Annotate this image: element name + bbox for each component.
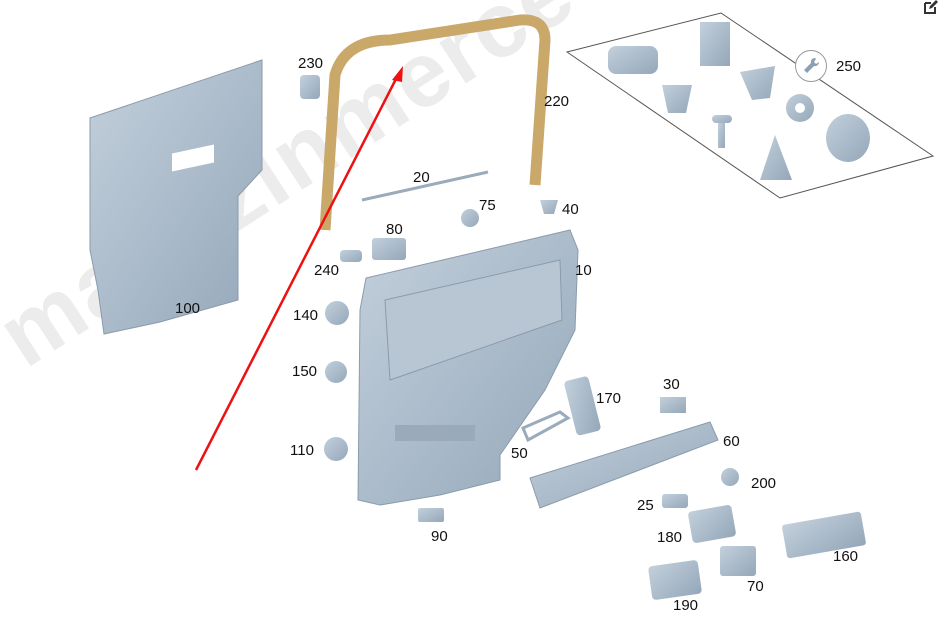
- kit-wrench-icon[interactable]: [795, 50, 827, 82]
- part-20-shape: [361, 170, 489, 202]
- label-part-140[interactable]: 140: [293, 307, 319, 324]
- kit-box: [565, 12, 935, 199]
- label-part-110[interactable]: 110: [290, 442, 314, 459]
- label-part-230[interactable]: 230: [298, 55, 324, 72]
- label-part-220[interactable]: 220: [544, 93, 570, 110]
- label-part-80[interactable]: 80: [386, 221, 403, 238]
- label-part-240[interactable]: 240: [314, 262, 340, 279]
- label-part-170[interactable]: 170: [596, 390, 622, 407]
- pointer-arrow: [194, 74, 400, 471]
- label-part-50[interactable]: 50: [511, 445, 528, 462]
- label-part-20[interactable]: 20: [413, 169, 430, 186]
- label-part-25[interactable]: 25: [637, 497, 654, 514]
- pointer-arrowhead: [392, 66, 403, 82]
- label-part-90[interactable]: 90: [431, 528, 448, 545]
- label-part-180[interactable]: 180: [657, 529, 683, 546]
- part-60-shape: [529, 421, 719, 509]
- label-part-10[interactable]: 10: [575, 262, 592, 279]
- edit-icon[interactable]: [924, 0, 938, 14]
- wrench-icon: [804, 57, 820, 73]
- part-100-shape: [89, 59, 263, 335]
- part-220-shape: [319, 14, 551, 231]
- label-part-200[interactable]: 200: [751, 475, 777, 492]
- label-part-160[interactable]: 160: [833, 548, 859, 565]
- label-part-60[interactable]: 60: [723, 433, 740, 450]
- label-part-75[interactable]: 75: [479, 197, 496, 214]
- label-part-40[interactable]: 40: [562, 201, 579, 218]
- label-part-190[interactable]: 190: [673, 597, 699, 614]
- label-part-30[interactable]: 30: [663, 376, 680, 393]
- label-part-70[interactable]: 70: [747, 578, 764, 595]
- label-part-150[interactable]: 150: [292, 363, 318, 380]
- label-part-100[interactable]: 100: [175, 300, 201, 317]
- label-part-250[interactable]: 250: [836, 58, 862, 75]
